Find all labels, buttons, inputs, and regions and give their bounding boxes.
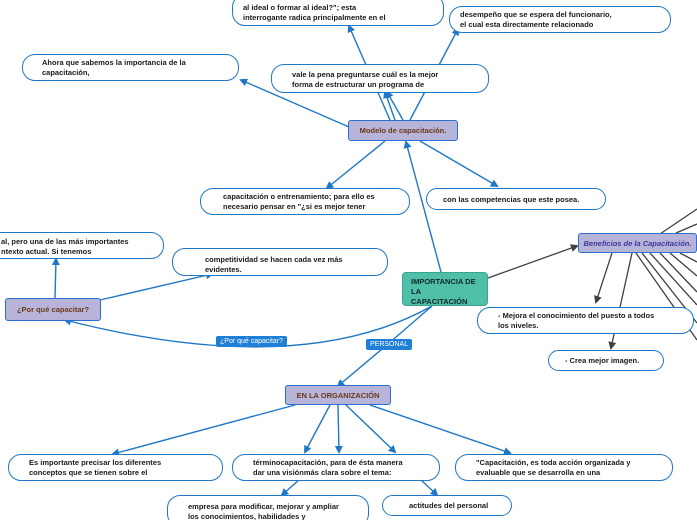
node-mejora-conocimiento-text: - Mejora el conocimiento del puesto a to… — [498, 311, 655, 330]
tag-personal[interactable]: PERSONAL — [366, 339, 413, 350]
link-org-termino-2 — [304, 404, 331, 454]
node-competitividad-text: competitividad se hacen cada vez más evi… — [205, 255, 343, 274]
node-top-desempeno[interactable]: desempeño que se espera del funcionario,… — [449, 6, 671, 33]
hub-modelo-capacitacion[interactable]: Modelo de capacitación. — [348, 120, 458, 141]
link-termino-empresa — [280, 478, 301, 497]
link-porque-competitividad — [99, 271, 214, 301]
link-termino-actitudes — [419, 478, 439, 497]
tag-por-que-capacitar[interactable]: ¿Por qué capacitar? — [216, 336, 288, 347]
node-precisar-conceptos[interactable]: Es importante precisar los diferentes co… — [8, 454, 223, 481]
node-mejor-imagen-text: - Crea mejor imagen. — [565, 356, 640, 365]
node-ahora-text: Ahora que sabemos la importancia de la c… — [42, 58, 186, 77]
node-definicion-capacitacion-text: "Capacitación, es toda acción organizada… — [476, 458, 631, 477]
link-beneficios-off-1 — [659, 208, 697, 235]
node-precisar-conceptos-text: Es importante precisar los diferentes co… — [29, 458, 162, 477]
link-porque-left-top — [51, 257, 60, 299]
node-competencias[interactable]: con las competencias que este posea. — [426, 188, 606, 210]
link-org-precisar — [111, 404, 296, 457]
link-modelo-vale-2 — [386, 90, 404, 121]
link-central-beneficios — [487, 244, 579, 279]
node-vale-pena[interactable]: vale la pena preguntarse cuál es la mejo… — [271, 64, 489, 93]
link-modelo-capacitacion — [325, 140, 386, 190]
node-left-top-text: al, pero una de las más importantes ntex… — [1, 237, 129, 256]
node-empresa-modificar-text: empresa para modificar, mejorar y amplia… — [188, 502, 339, 520]
node-competencias-text: con las competencias que este posea. — [443, 195, 580, 204]
node-vale-pena-text: vale la pena preguntarse cuál es la mejo… — [292, 70, 439, 89]
node-competitividad[interactable]: competitividad se hacen cada vez más evi… — [172, 248, 388, 276]
node-ahora[interactable]: Ahora que sabemos la importancia de la c… — [22, 54, 239, 81]
link-org-definicion — [369, 404, 512, 455]
node-termino-capacitacion-text: términocapacitación, para de ésta manera… — [253, 458, 403, 477]
node-left-top[interactable]: al, pero una de las más importantes ntex… — [0, 232, 164, 259]
node-top-ideal-text: al ideal o formar al ideal?"; esta inter… — [243, 3, 386, 22]
central-topic[interactable]: IMPORTANCIA DE LA CAPACITACIÓN — [402, 272, 488, 306]
node-capacitacion-entrenamiento-text: capacitación o entrenamiento; para ello … — [223, 192, 375, 211]
node-actitudes-personal-text: actitudes del personal — [409, 501, 489, 510]
link-central-modelo — [403, 140, 442, 273]
link-beneficios-mejora — [594, 252, 613, 304]
link-org-termino-3 — [345, 404, 397, 454]
node-mejor-imagen[interactable]: - Crea mejor imagen. — [548, 350, 664, 371]
link-modelo-ahora — [239, 78, 350, 128]
hub-por-que-capacitar[interactable]: ¿Por qué capacitar? — [5, 298, 101, 321]
node-termino-capacitacion[interactable]: términocapacitación, para de ésta manera… — [232, 454, 440, 481]
hub-beneficios-capacitacion[interactable]: Beneficios de la Capacitación. — [578, 233, 697, 253]
node-mejora-conocimiento[interactable]: - Mejora el conocimiento del puesto a to… — [477, 307, 694, 334]
link-beneficios-off-3 — [679, 252, 697, 263]
node-definicion-capacitacion[interactable]: "Capacitación, es toda acción organizada… — [455, 454, 673, 481]
node-capacitacion-entrenamiento[interactable]: capacitación o entrenamiento; para ello … — [200, 188, 410, 215]
node-top-desempeno-text: desempeño que se espera del funcionario,… — [460, 10, 612, 29]
link-beneficios-off-6 — [649, 252, 697, 306]
link-org-termino — [334, 404, 343, 454]
link-modelo-competencias — [419, 140, 499, 188]
node-empresa-modificar[interactable]: empresa para modificar, mejorar y amplia… — [167, 495, 369, 520]
link-beneficios-off-5 — [659, 252, 697, 293]
node-actitudes-personal[interactable]: actitudes del personal — [382, 495, 512, 516]
hub-en-la-organizacion[interactable]: EN LA ORGANIZACIÓN — [285, 385, 391, 405]
node-top-ideal[interactable]: al ideal o formar al ideal?"; esta inter… — [232, 0, 444, 26]
link-beneficios-off-4 — [669, 252, 697, 277]
link-beneficios-off-2 — [675, 223, 697, 234]
